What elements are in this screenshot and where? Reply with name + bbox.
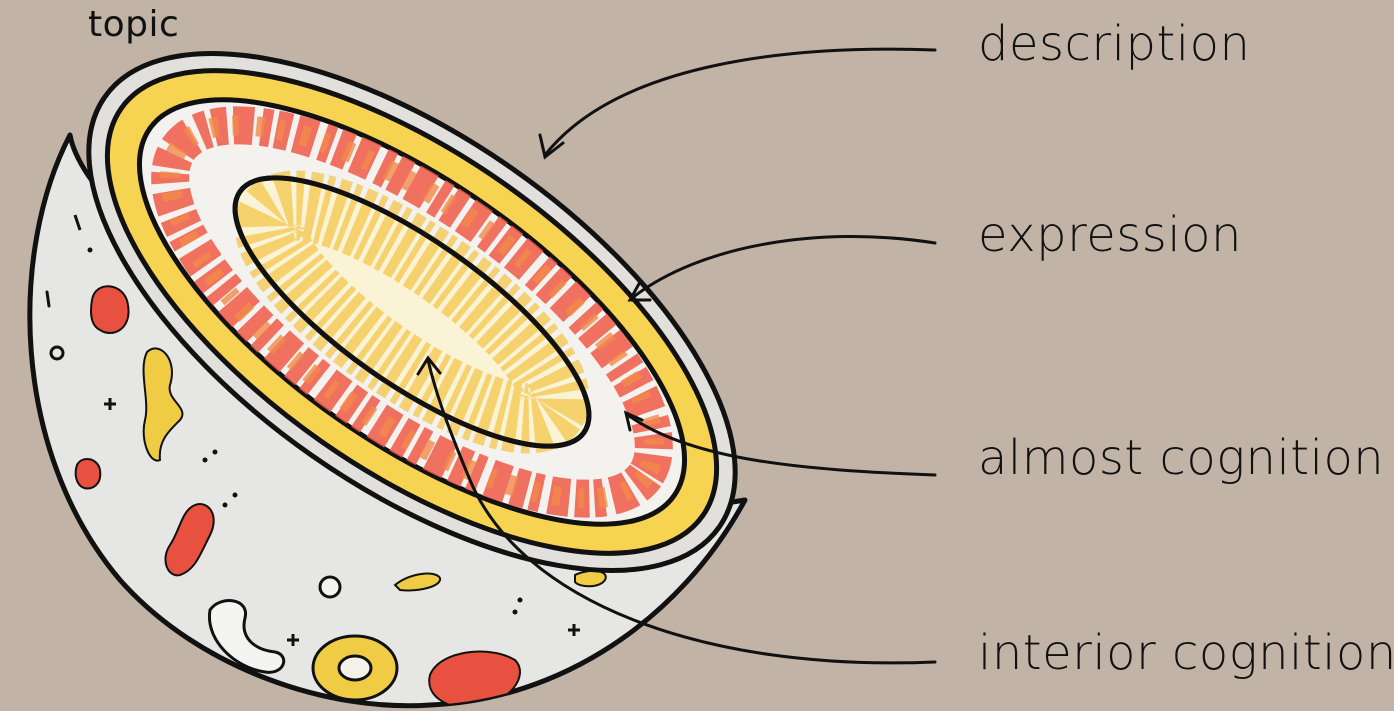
red-blob (91, 286, 129, 333)
description-label: description (978, 16, 1250, 72)
yellow-blob (575, 571, 606, 586)
expression-label: expression (978, 207, 1242, 263)
topic-label: topic (88, 4, 179, 45)
arrow-description (545, 49, 935, 155)
red-blob (76, 459, 101, 488)
red-blob (429, 652, 520, 708)
small-ring (320, 577, 340, 597)
almost-cognition-label: almost cognition (978, 430, 1384, 486)
yellow-ring-hole (339, 656, 371, 680)
arrow-expression (632, 237, 935, 298)
interior-cognition-label: interior cognition (978, 625, 1394, 681)
